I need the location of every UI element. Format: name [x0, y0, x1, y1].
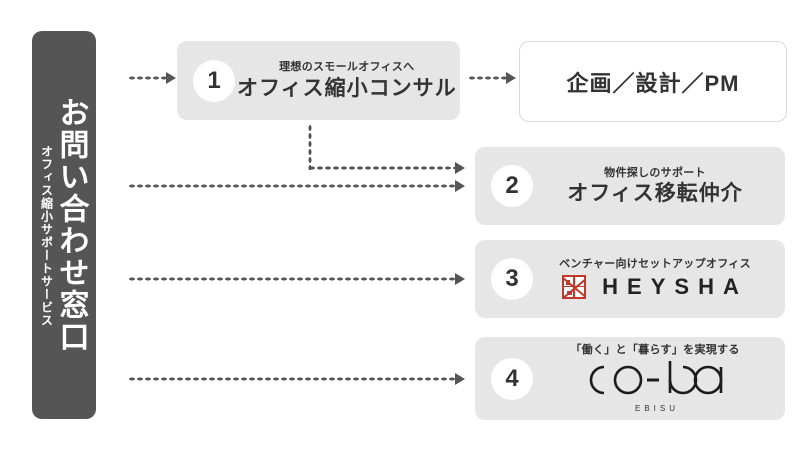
connector-entry-to-card-3: [128, 277, 457, 281]
entry-point-panel: お問い合わせ窓口 オフィス縮小サポートサービス: [32, 31, 96, 419]
service-card-3-title: HEYSHA: [602, 273, 748, 299]
service-card-3[interactable]: 3 ベンチャー向けセットアップオフィス HEYSHA: [475, 240, 785, 318]
outcome-title: 企画／設計／PM: [566, 70, 740, 96]
service-card-2-number: 2: [491, 165, 533, 207]
arrow-head-entry-to-card-2: [455, 180, 465, 192]
service-card-2-title: オフィス移転仲介: [567, 182, 743, 205]
connector-card-1-to-card-2-horizontal: [308, 166, 456, 170]
heysha-seal-icon: [562, 274, 587, 299]
service-card-2[interactable]: 2 物件探しのサポート オフィス移転仲介: [475, 147, 785, 225]
service-card-1-title: オフィス縮小コンサル: [237, 76, 457, 100]
entry-point-main-label: お問い合わせ窓口: [54, 97, 88, 353]
service-card-2-text: 物件探しのサポート オフィス移転仲介: [533, 167, 785, 205]
service-card-4-location: EBISU: [634, 404, 679, 414]
connector-entry-to-card-2: [128, 184, 457, 188]
service-card-3-subtitle: ベンチャー向けセットアップオフィス: [559, 258, 751, 271]
service-card-4[interactable]: 4 「働く」と「暮らす」を実現する: [475, 337, 785, 420]
service-card-1-number: 1: [193, 59, 235, 102]
service-card-3-text: ベンチャー向けセットアップオフィス HEYSHA: [533, 258, 785, 299]
service-card-1-subtitle: 理想のスモールオフィスへ: [279, 61, 415, 74]
outcome-box[interactable]: 企画／設計／PM: [519, 41, 787, 122]
arrow-head-entry-to-card-3: [455, 273, 465, 285]
connector-entry-to-card-4: [128, 377, 457, 381]
arrow-head-card-1-to-outcome: [506, 72, 516, 84]
arrow-head-entry-to-card-4: [455, 373, 465, 385]
service-card-2-subtitle: 物件探しのサポート: [604, 166, 706, 179]
arrow-head-entry-to-card-1: [166, 72, 176, 84]
service-card-1[interactable]: 1 理想のスモールオフィスへ オフィス縮小コンサル: [177, 41, 460, 120]
connector-entry-to-card-1: [128, 76, 168, 80]
connector-card-1-to-outcome: [468, 76, 506, 80]
service-card-3-number: 3: [491, 258, 533, 300]
arrow-head-card-1-to-card-2: [455, 162, 465, 174]
coba-logo: EBISU: [580, 359, 730, 413]
service-card-4-subtitle: 「働く」と「暮らす」を実現する: [570, 343, 740, 356]
service-card-4-text: 「働く」と「暮らす」を実現する: [533, 344, 785, 413]
heysha-logo: HEYSHA: [562, 274, 748, 300]
connector-card-1-to-card-2-vertical: [308, 124, 312, 170]
service-card-1-text: 理想のスモールオフィスへ オフィス縮小コンサル: [235, 61, 467, 99]
service-card-4-number: 4: [491, 357, 533, 400]
coba-wordmark-icon: [589, 361, 723, 395]
entry-point-sub-label: オフィス縮小サポートサービス: [39, 145, 54, 327]
